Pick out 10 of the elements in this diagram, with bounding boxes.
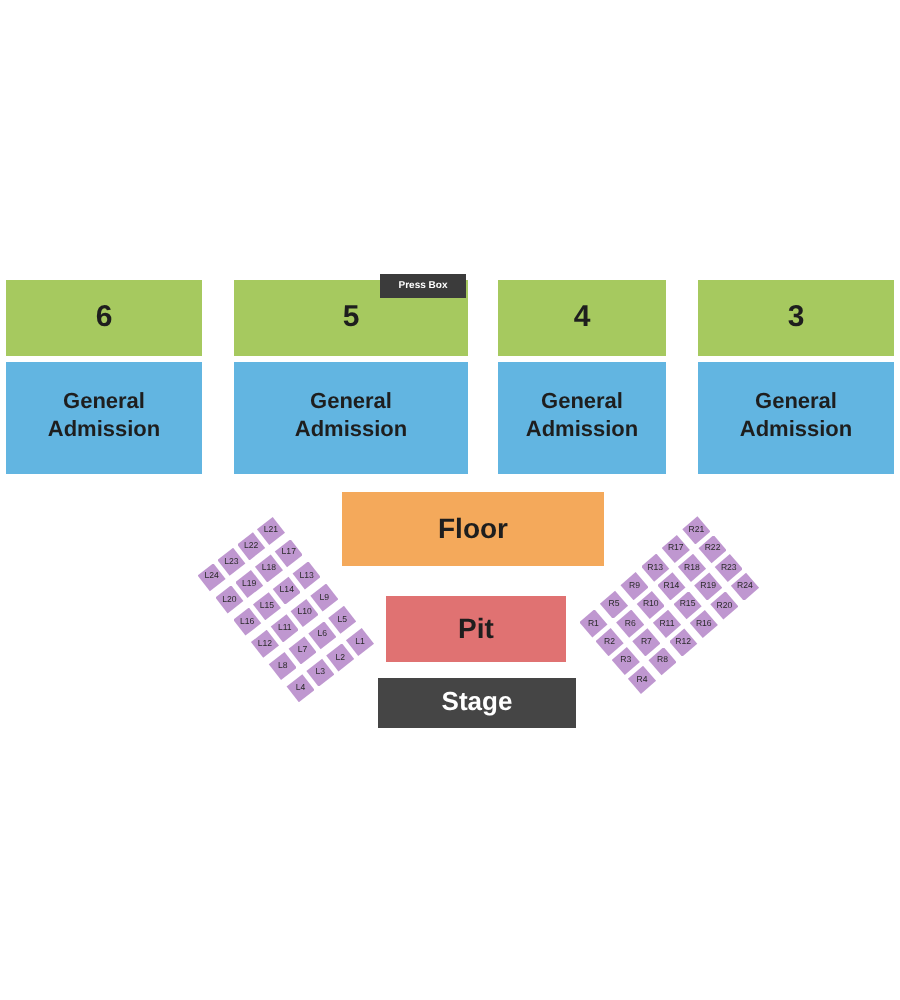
seating-area: General Admission <box>698 362 894 474</box>
section-number-box: 3 <box>698 280 894 356</box>
floor-area: Floor <box>342 492 604 566</box>
pit-area: Pit <box>386 596 566 662</box>
section-number-box: 6 <box>6 280 202 356</box>
section-number-box: 4 <box>498 280 666 356</box>
seating-area: General Admission <box>234 362 468 474</box>
seating-area: General Admission <box>6 362 202 474</box>
stage-block: Stage <box>378 678 576 728</box>
seating-area: General Admission <box>498 362 666 474</box>
